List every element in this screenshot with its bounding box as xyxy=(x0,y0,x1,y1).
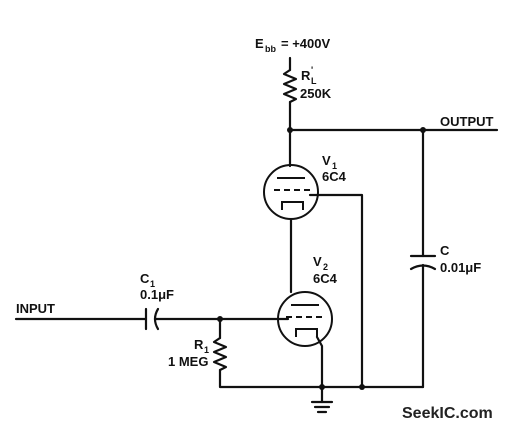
load-resistor xyxy=(282,68,298,104)
load-resistor-name-sub: L xyxy=(311,76,317,86)
tube-v2-type: 6C4 xyxy=(313,271,338,286)
resistor-r1 xyxy=(212,336,228,372)
resistor-r1-name-sub: 1 xyxy=(204,345,209,355)
supply-label-main: E xyxy=(255,36,264,51)
tube-v2-cathode xyxy=(295,328,318,337)
tube-v1 xyxy=(263,164,319,220)
capacitor-c1-name-sub: 1 xyxy=(150,279,155,289)
tube-v1-cathode xyxy=(281,201,304,210)
watermark-text: SeekIC.com xyxy=(402,405,493,422)
resistor-r1-value: 1 MEG xyxy=(168,354,208,369)
resistor-r1-name-main: R xyxy=(194,337,204,352)
tube-v2-name-sub: 2 xyxy=(323,262,328,272)
load-resistor-name-main: R xyxy=(301,68,311,83)
tube-v1-name-sub: 1 xyxy=(332,161,337,171)
capacitor-c1-value: 0.1μF xyxy=(140,287,174,302)
load-resistor-name-sup: ' xyxy=(311,65,313,75)
tube-v1-name-main: V xyxy=(322,153,331,168)
tube-v2-name-main: V xyxy=(313,254,322,269)
ground-symbol xyxy=(310,385,334,414)
input-label: INPUT xyxy=(16,301,55,316)
supply-label-value: = +400V xyxy=(281,36,330,51)
tube-v1-envelope xyxy=(263,164,319,220)
v2-cathode-wire xyxy=(315,335,324,389)
tube-v1-type: 6C4 xyxy=(322,169,347,184)
output-label: OUTPUT xyxy=(440,114,494,129)
ground-bus xyxy=(218,368,425,389)
v1-grid-ground-node xyxy=(359,384,365,390)
capacitor-c-value: 0.01μF xyxy=(440,260,481,275)
load-resistor-value: 250K xyxy=(300,86,332,101)
capacitor-c1-name-main: C xyxy=(140,271,150,286)
capacitor-c-name: C xyxy=(440,243,450,258)
supply-label-sub: bb xyxy=(265,44,276,54)
v1-grid-wire xyxy=(308,193,364,389)
